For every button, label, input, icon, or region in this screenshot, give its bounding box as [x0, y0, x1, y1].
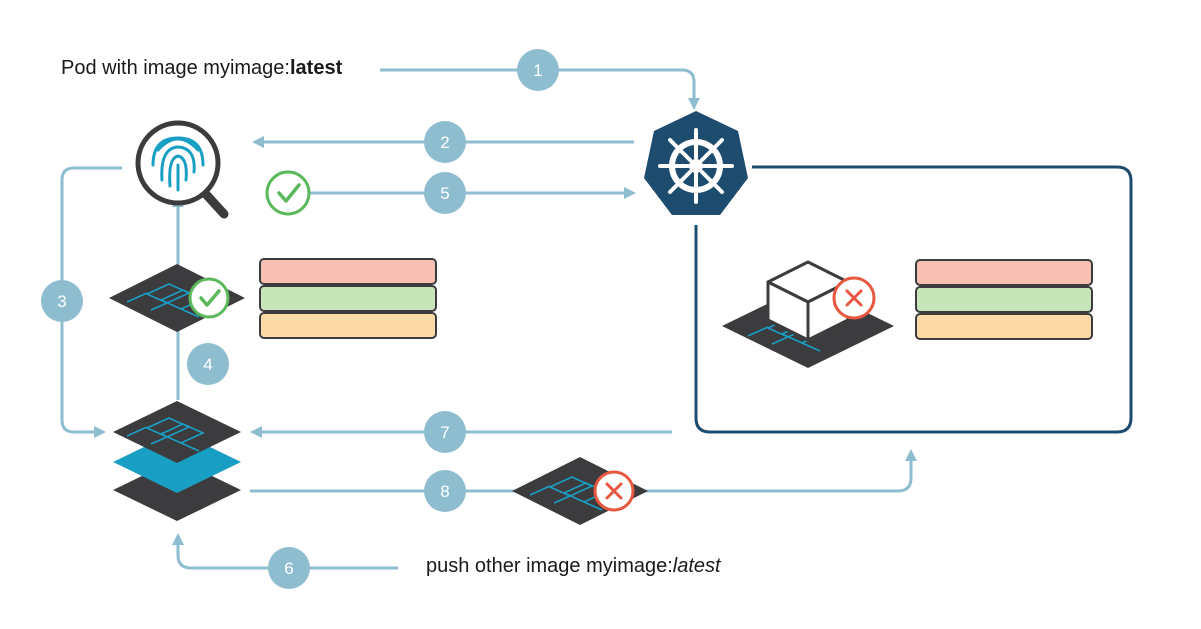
- cross-icon: [593, 470, 635, 512]
- verified-image-layer: [109, 264, 245, 332]
- step-4: 4: [187, 343, 229, 385]
- check-icon: [188, 277, 230, 319]
- node-layer-bars: [915, 259, 1093, 340]
- kubernetes-helm-icon: [644, 111, 748, 215]
- verified-layer-bars: [259, 258, 437, 339]
- arrow-8: [250, 449, 917, 493]
- svg-text:6: 6: [284, 559, 293, 578]
- cross-icon: [832, 276, 876, 320]
- svg-text:4: 4: [203, 355, 212, 374]
- step-3: 3: [41, 280, 83, 322]
- svg-text:1: 1: [533, 61, 542, 80]
- arrow-6: [172, 533, 398, 570]
- registry-layer-stack: [113, 401, 241, 521]
- step-1: 1: [517, 49, 559, 91]
- svg-text:5: 5: [440, 184, 449, 203]
- svg-text:3: 3: [57, 292, 66, 311]
- step-6: 6: [268, 547, 310, 589]
- check-icon: [265, 170, 311, 216]
- svg-text:2: 2: [440, 133, 449, 152]
- fingerprint-search-icon: [135, 120, 229, 219]
- step-5: 5: [424, 172, 466, 214]
- step-2: 2: [424, 121, 466, 163]
- push-image-label: push other image myimage:latest: [426, 555, 721, 577]
- step-badges: 1 2 3 4 5 6 7 8: [41, 49, 559, 589]
- rejected-image-layer: [512, 457, 648, 525]
- step-7: 7: [424, 411, 466, 453]
- pod-image-label: Pod with image myimage:latest: [61, 57, 343, 79]
- step-8: 8: [424, 470, 466, 512]
- svg-text:8: 8: [440, 482, 449, 501]
- svg-text:7: 7: [440, 423, 449, 442]
- node-box: [694, 165, 1133, 434]
- arrow-1: [380, 68, 700, 110]
- node-image-layer: [722, 260, 894, 368]
